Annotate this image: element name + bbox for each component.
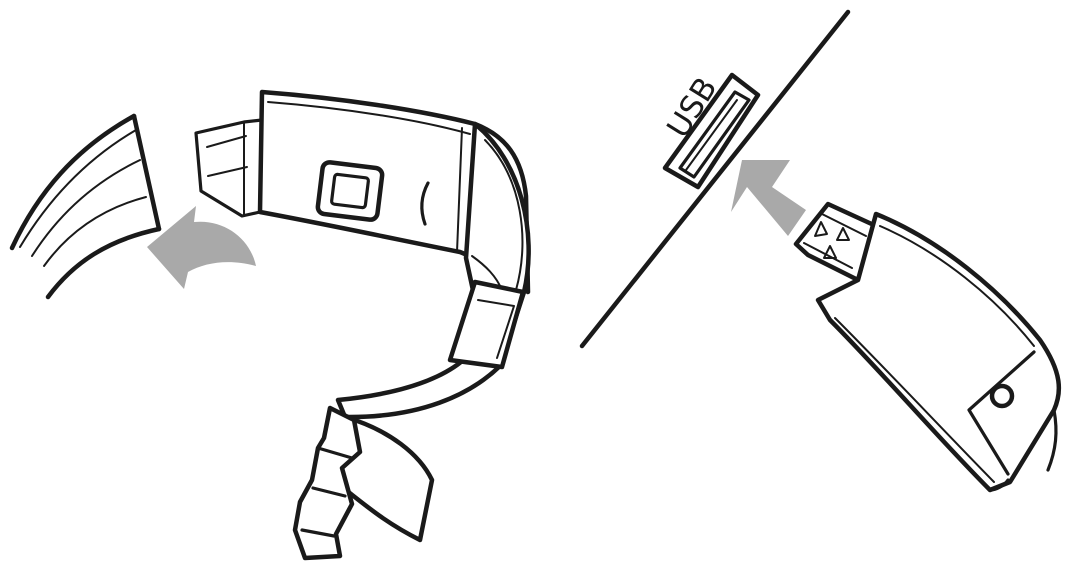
straight-arrow-icon bbox=[731, 160, 806, 236]
computer-edge bbox=[582, 12, 848, 346]
curved-arrow-icon bbox=[147, 206, 256, 289]
tracker-band bbox=[196, 92, 529, 558]
strap-loop bbox=[450, 282, 523, 367]
remove-strap-arrow bbox=[147, 206, 256, 289]
tracker-pod bbox=[796, 204, 1059, 490]
usb-plug bbox=[196, 120, 262, 216]
insert-arrow bbox=[731, 160, 806, 236]
detached-strap-end bbox=[12, 116, 159, 297]
